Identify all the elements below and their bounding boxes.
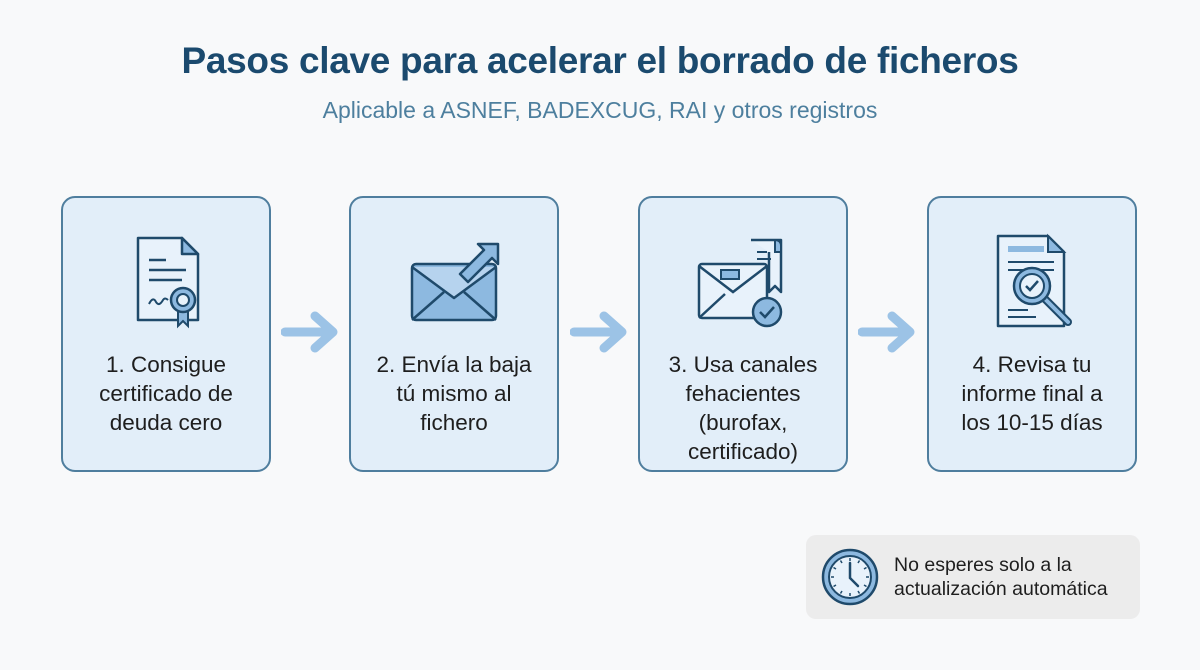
step-label-line: (burofax, [698,410,788,435]
page-title: Pasos clave para acelerar el borrado de … [181,40,1019,81]
certificate-document-icon [136,236,200,329]
step-label-line: informe final a [961,381,1103,406]
note-line: actualización automática [894,578,1108,600]
step-label-line: los 10-15 días [961,410,1103,435]
page-subtitle: Aplicable a ASNEF, BADEXCUG, RAI y otros… [322,97,878,123]
step-card-3: 3. Usa canales fehacientes (burofax, cer… [638,196,848,472]
envelope-send-icon [410,242,500,322]
certified-mail-icon [697,238,783,328]
step-label: 4. Revisa tu informe final a los 10-15 d… [937,350,1127,437]
reminder-note: No esperes solo a la actualización autom… [806,535,1140,619]
step-label-line: 3. Usa canales [668,352,818,377]
step-label-line: fehacientes [685,381,801,406]
step-label-line: fichero [420,410,488,435]
step-label-line: 2. Envía la baja [376,352,532,377]
step-label-line: certificado) [687,439,799,464]
step-card-1: 1. Consigue certificado de deuda cero [61,196,271,472]
step-label-line: certificado de [99,381,233,406]
report-magnifier-icon [996,233,1072,328]
note-line: No esperes solo a la [894,554,1072,576]
step-label-line: 1. Consigue [105,352,227,377]
step-label: 1. Consigue certificado de deuda cero [71,350,261,437]
step-card-4: 4. Revisa tu informe final a los 10-15 d… [927,196,1137,472]
arrow-right-icon [858,311,915,353]
step-label: 2. Envía la baja tú mismo al fichero [359,350,549,437]
clock-icon [821,548,879,606]
step-label-line: deuda cero [109,410,223,435]
step-label: 3. Usa canales fehacientes (burofax, cer… [648,350,838,466]
note-text: No esperes solo a la actualización autom… [894,553,1108,601]
arrow-right-icon [570,311,627,353]
step-card-2: 2. Envía la baja tú mismo al fichero [349,196,559,472]
step-label-line: 4. Revisa tu [972,352,1092,377]
step-label-line: tú mismo al [396,381,512,406]
arrow-right-icon [281,311,338,353]
